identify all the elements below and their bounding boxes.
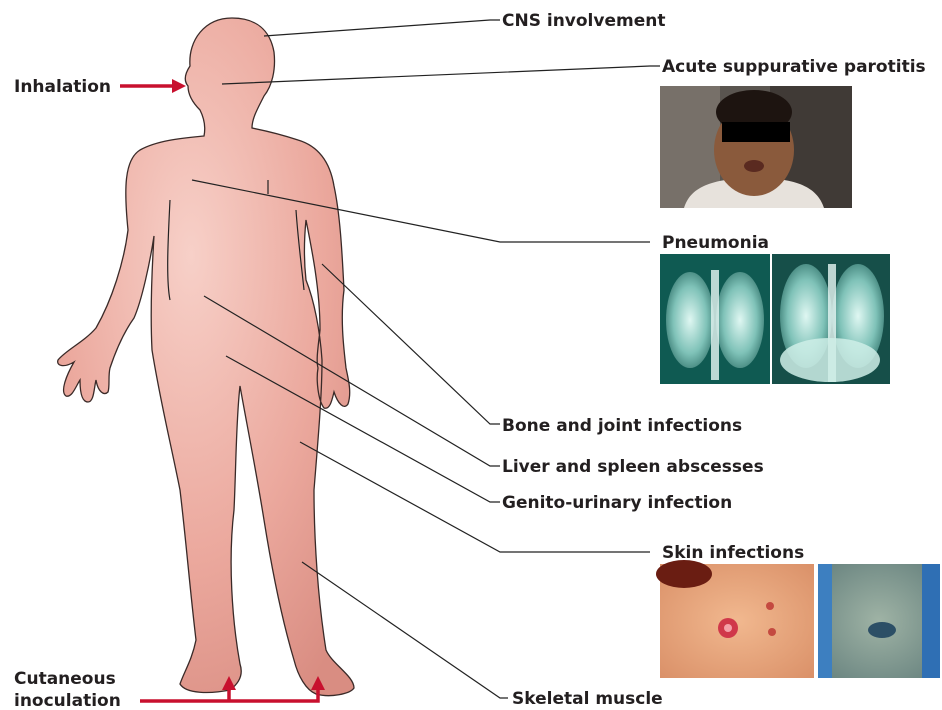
label-pneumonia: Pneumonia xyxy=(662,233,769,253)
label-bone: Bone and joint infections xyxy=(502,416,742,436)
parotitis-photo xyxy=(660,86,852,208)
label-cutaneous-line2: inoculation xyxy=(14,691,121,710)
human-body-figure xyxy=(58,18,354,696)
body-silhouette xyxy=(58,18,354,696)
label-parotitis: Acute suppurative parotitis xyxy=(662,57,926,77)
skin-infection-photos xyxy=(656,560,940,678)
leader-parotitis xyxy=(222,66,660,84)
label-inhalation: Inhalation xyxy=(14,77,111,97)
label-liver: Liver and spleen abscesses xyxy=(502,457,764,477)
eye-censor-bar xyxy=(722,122,790,142)
inhalation-arrow xyxy=(120,79,186,93)
label-cns: CNS involvement xyxy=(502,11,665,31)
label-genito: Genito-urinary infection xyxy=(502,493,732,513)
label-skin: Skin infections xyxy=(662,543,804,563)
label-muscle: Skeletal muscle xyxy=(512,689,663,709)
leader-cns xyxy=(264,20,500,36)
label-cutaneous-line1: Cutaneous xyxy=(14,669,116,689)
pneumonia-xray-photos xyxy=(660,254,890,384)
